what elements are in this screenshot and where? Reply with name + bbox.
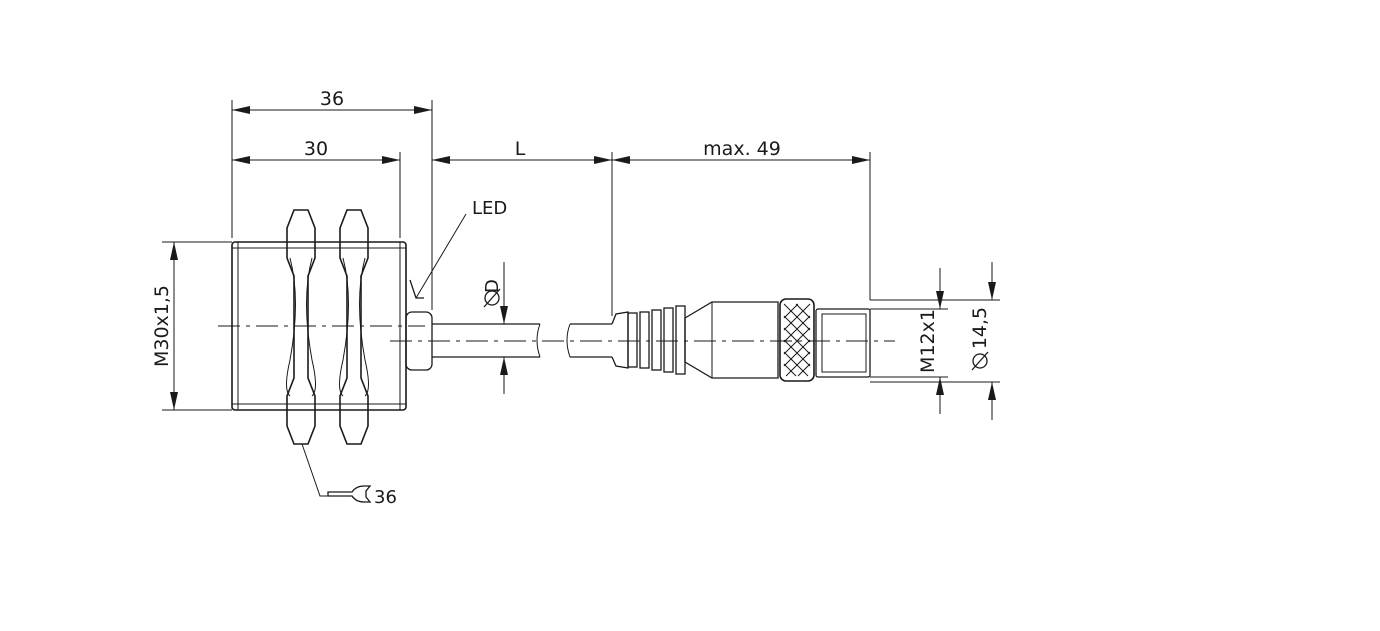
hex-nut-left bbox=[286, 209, 316, 445]
dimension-thread-m30 bbox=[170, 242, 178, 410]
dimension-cable-diameter bbox=[500, 262, 508, 394]
label-connector-length: max. 49 bbox=[703, 138, 781, 160]
dimension-thread-30 bbox=[232, 156, 400, 164]
wrench-leader-line bbox=[301, 443, 328, 497]
dimension-connector-49 bbox=[612, 156, 870, 164]
dimension-overall-36 bbox=[232, 106, 432, 114]
wrench-icon bbox=[327, 485, 372, 503]
label-connector-diameter: 14,5 bbox=[969, 307, 991, 349]
label-thread-length: 30 bbox=[304, 138, 328, 160]
diameter-symbol-icon bbox=[971, 351, 989, 371]
diameter-symbol-icon bbox=[483, 288, 501, 308]
hex-nut-right bbox=[339, 209, 369, 445]
label-cable-diameter: D bbox=[482, 279, 503, 293]
knurl-pattern bbox=[783, 303, 811, 377]
label-connector-thread: M12x1 bbox=[917, 309, 939, 373]
led-leader-line bbox=[415, 213, 467, 299]
label-led: LED bbox=[472, 198, 507, 219]
cable bbox=[432, 323, 612, 358]
label-thread-size: M30x1,5 bbox=[151, 285, 173, 367]
label-overall-length: 36 bbox=[320, 88, 344, 110]
label-cable-length: L bbox=[515, 138, 526, 160]
dimension-connector-diameter bbox=[988, 262, 996, 420]
m12-connector bbox=[611, 298, 871, 382]
label-wrench-size: 36 bbox=[374, 487, 397, 508]
dimension-cable-L bbox=[432, 156, 612, 164]
dimension-connector-m12 bbox=[936, 268, 944, 414]
